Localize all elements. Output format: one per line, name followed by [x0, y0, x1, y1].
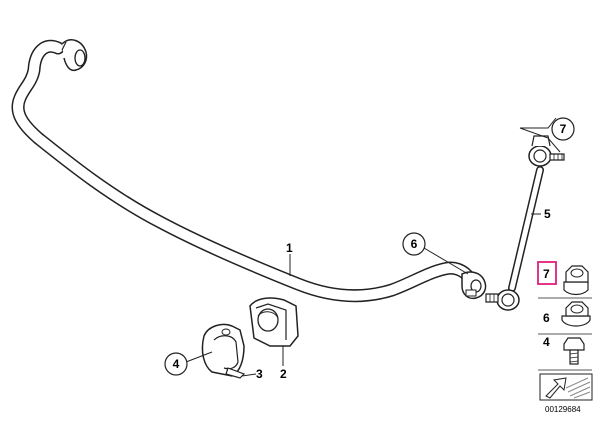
legend-item-6: 6 [543, 311, 550, 325]
reference-number: 00129684 [545, 405, 581, 414]
callout-4: 4 [164, 352, 188, 376]
bar-end-joint [461, 271, 487, 300]
svg-text:4: 4 [173, 357, 180, 371]
parts-legend: 7 6 4 00129684 [537, 261, 593, 414]
label-5: 5 [544, 207, 551, 221]
leader-lines [185, 117, 561, 377]
link-rod [485, 135, 565, 311]
direction-arrow-icon [539, 373, 593, 401]
callout-6: 6 [402, 232, 426, 256]
collar-nut-icon [563, 265, 589, 296]
legend-highlight-box [537, 261, 557, 285]
callout-7-top: 7 [551, 117, 575, 141]
stabilizer-bar [11, 39, 481, 303]
flange-nut-icon [561, 301, 591, 327]
legend-item-7: 7 [543, 267, 550, 281]
bolt-icon [563, 337, 585, 365]
clamp-bracket [201, 323, 246, 379]
label-2: 2 [280, 367, 287, 381]
svg-text:6: 6 [411, 237, 418, 251]
label-3: 3 [256, 367, 263, 381]
label-1: 1 [286, 241, 293, 255]
legend-item-4: 4 [543, 335, 550, 349]
rubber-mount [249, 297, 299, 347]
svg-text:7: 7 [560, 122, 567, 136]
